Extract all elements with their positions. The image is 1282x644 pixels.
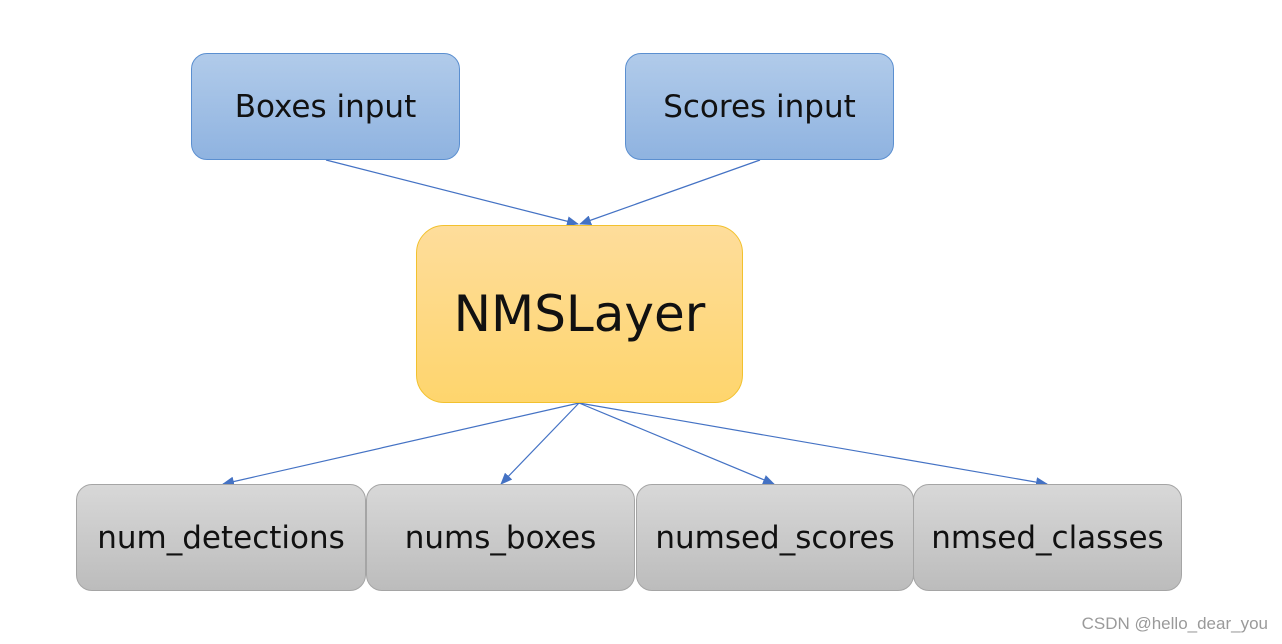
arrow-scores-to-nms (579, 159, 761, 226)
watermark: CSDN @hello_dear_you (1081, 614, 1268, 633)
scores-input-node: Scores input (625, 53, 894, 160)
boxes-input-label: Boxes input (234, 88, 417, 125)
arrow-nms-to-nmsed-classes (578, 402, 1048, 488)
arrow-boxes-to-nms (325, 159, 579, 227)
boxes-input-node: Boxes input (191, 53, 460, 160)
nmsed-classes-node: nmsed_classes (913, 484, 1182, 591)
arrow-nms-to-nums-boxes (500, 402, 580, 485)
num-detections-node: num_detections (76, 484, 366, 591)
numsed-scores-label: numsed_scores (655, 519, 895, 556)
num-detections-label: num_detections (97, 519, 345, 556)
nmsed-classes-label: nmsed_classes (931, 519, 1164, 556)
nums-boxes-node: nums_boxes (366, 484, 635, 591)
numsed-scores-node: numsed_scores (636, 484, 914, 591)
arrow-nms-to-num-detections (222, 402, 580, 487)
nms-layer-node: NMSLayer (416, 225, 743, 403)
nums-boxes-label: nums_boxes (404, 519, 597, 556)
nms-layer-label: NMSLayer (453, 285, 706, 343)
arrow-nms-to-numsed-scores (578, 402, 775, 485)
scores-input-label: Scores input (663, 88, 856, 125)
